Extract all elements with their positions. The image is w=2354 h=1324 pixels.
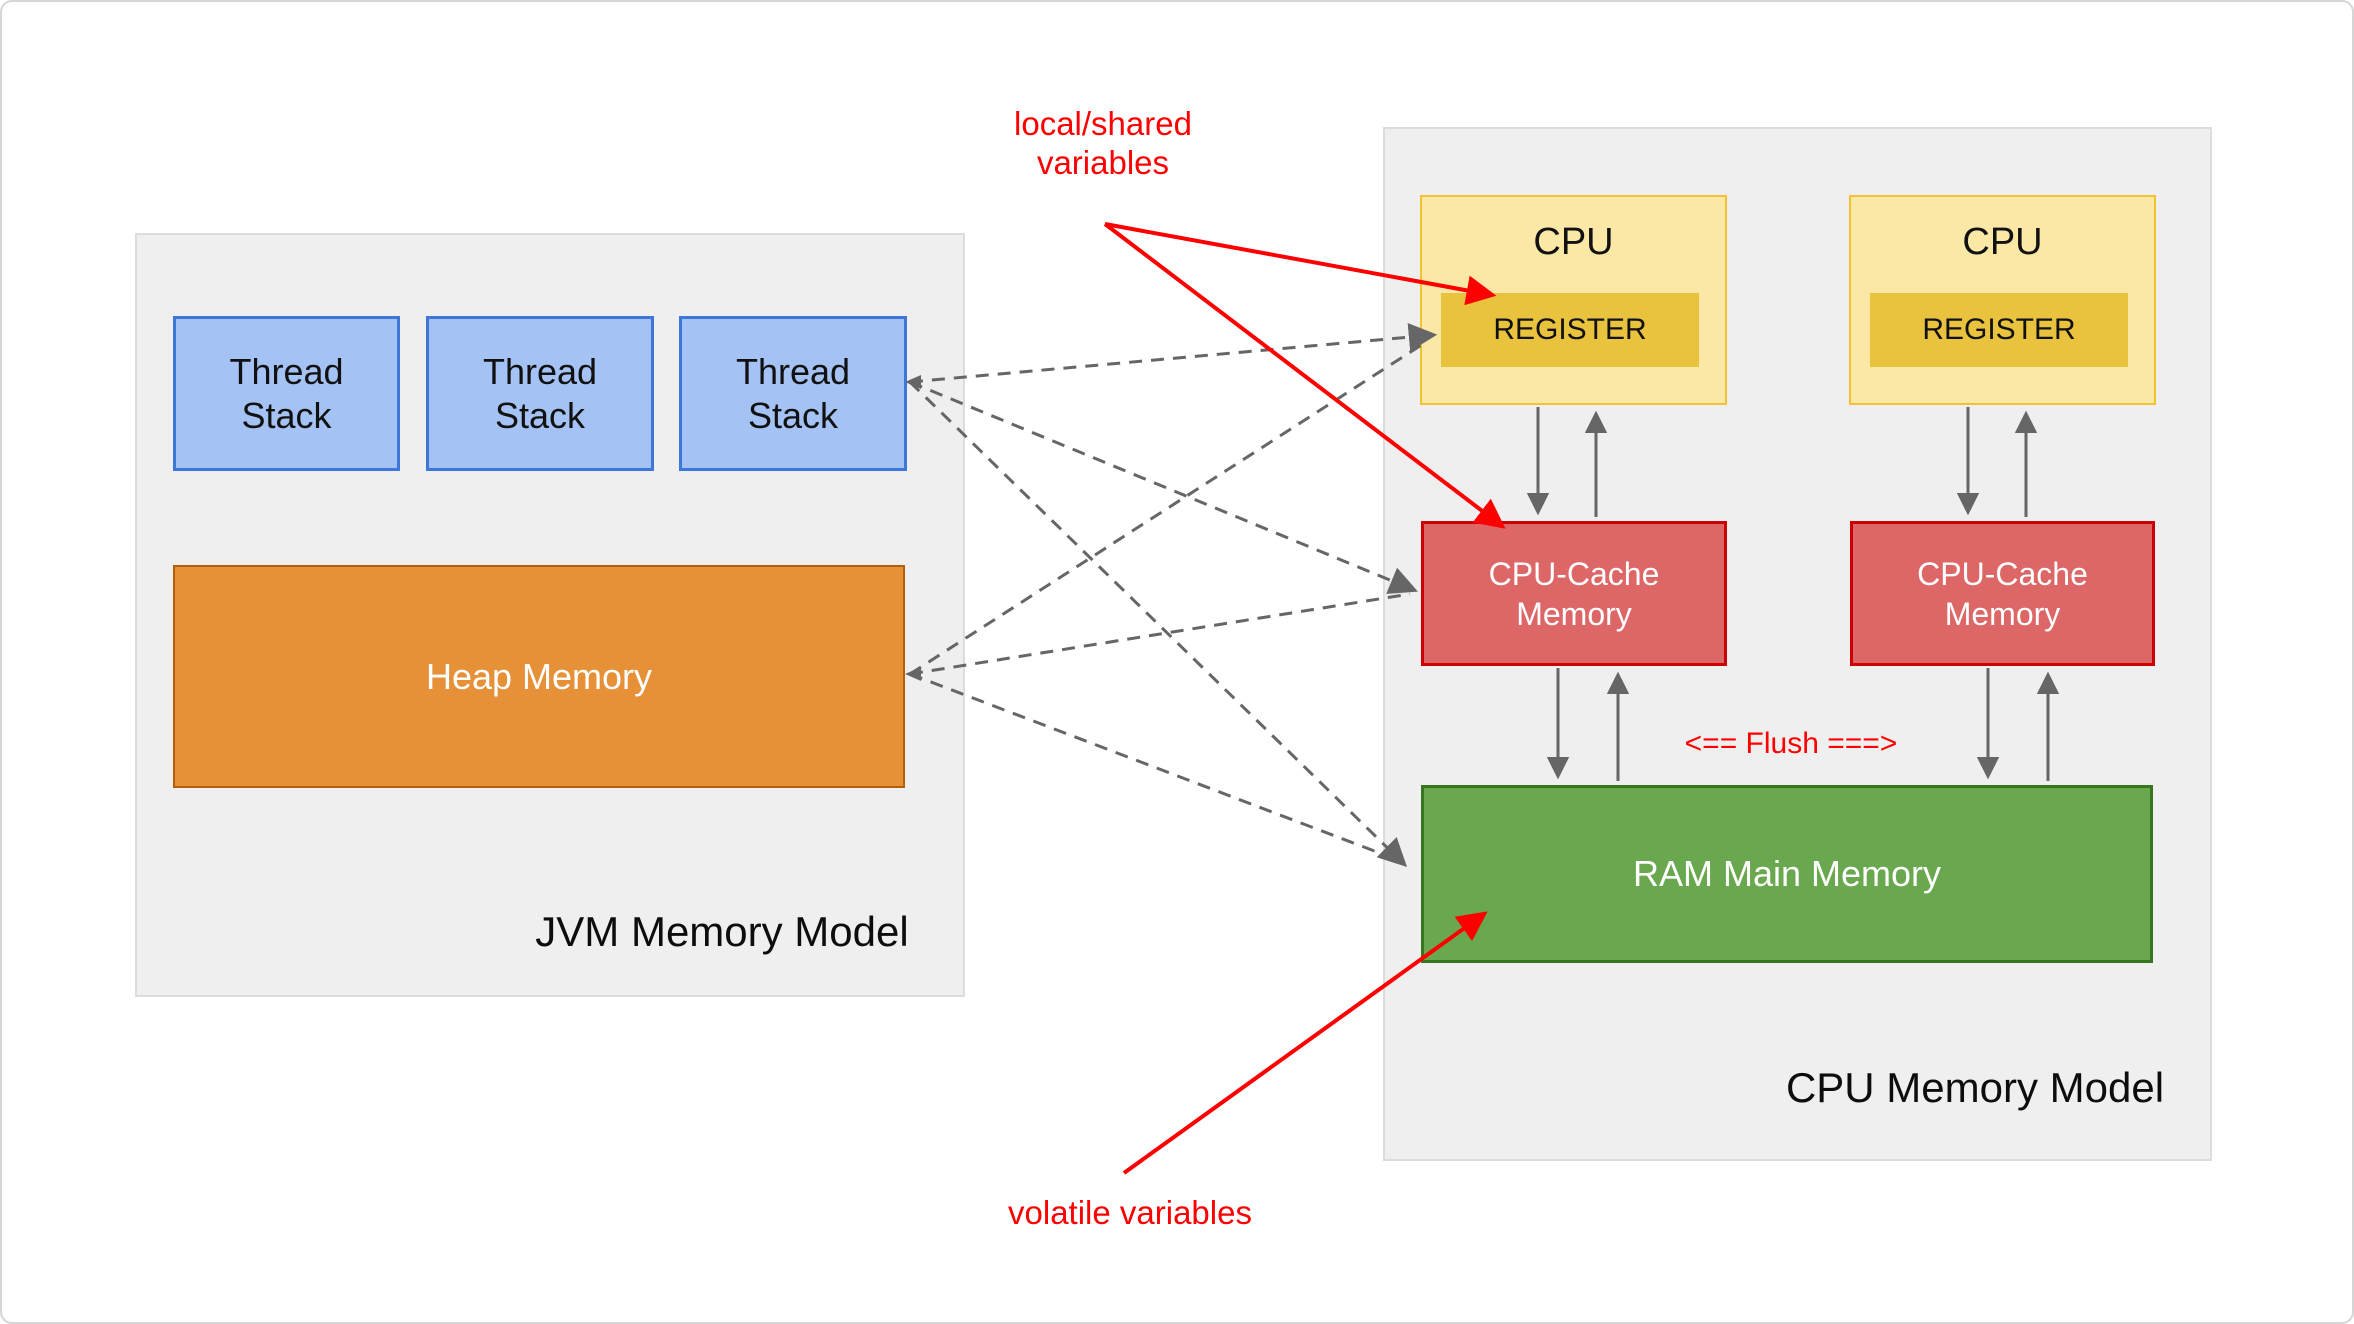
thread-stack-box-3: Thread Stack <box>679 316 907 471</box>
register-box-1: REGISTER <box>1441 293 1699 367</box>
dashed-arrow-heap-to-register <box>909 340 1427 676</box>
local-shared-variables-label: local/shared variables <box>1014 105 1192 181</box>
dashed-arrow-threadstack-to-cache <box>909 380 1418 594</box>
volatile-variables-label: volatile variables <box>1008 1194 1252 1231</box>
register-box-2: REGISTER <box>1870 293 2128 367</box>
cpu-panel-label: CPU Memory Model <box>1785 1064 2165 1111</box>
dashed-arrow-heap-to-cache <box>909 592 1411 676</box>
thread-stack-box-1: Thread Stack <box>173 316 400 471</box>
heap-memory-box: Heap Memory <box>173 565 905 788</box>
dashed-arrow-threadstack-to-ram <box>908 380 1408 867</box>
cpu-cache-memory-box-2: CPU-Cache Memory <box>1850 521 2155 666</box>
dashed-arrow-threadstack-to-register <box>909 322 1438 384</box>
flush-label: <== Flush ===> <box>1684 727 1898 760</box>
dashed-arrow-heap-to-ram <box>909 672 1399 862</box>
cpu-cache-memory-box-1: CPU-Cache Memory <box>1421 521 1727 666</box>
jvm-panel-label: JVM Memory Model <box>535 908 909 955</box>
thread-stack-box-2: Thread Stack <box>426 316 654 471</box>
ram-main-memory-box: RAM Main Memory <box>1421 785 2153 963</box>
